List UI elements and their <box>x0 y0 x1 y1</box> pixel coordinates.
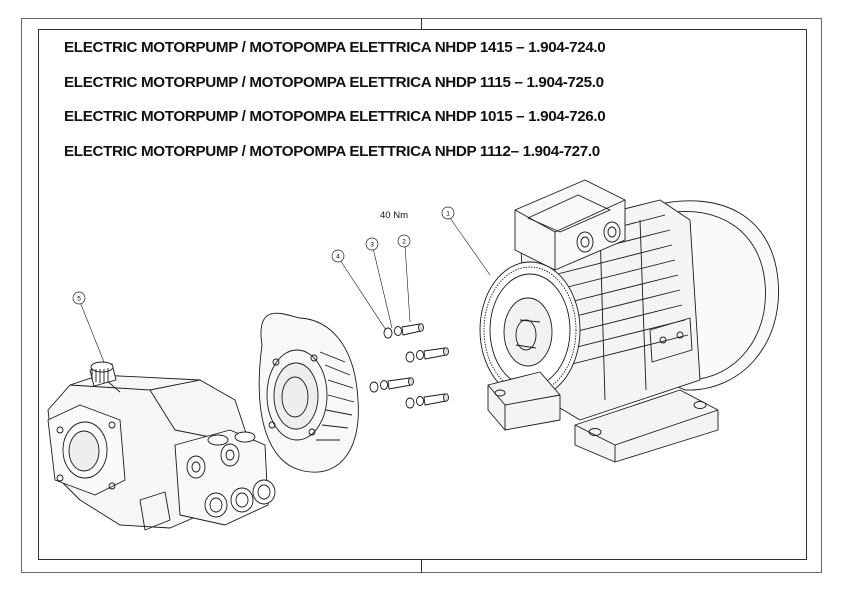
svg-text:4: 4 <box>336 254 340 261</box>
title-nhdp-1015: ELECTRIC MOTORPUMP / MOTOPOMPA ELETTRICA… <box>64 108 606 125</box>
electric-motor <box>479 179 779 463</box>
title-nhdp-1415: ELECTRIC MOTORPUMP / MOTOPOMPA ELETTRICA… <box>64 39 606 56</box>
callout-leaders <box>79 217 491 363</box>
title-block: ELECTRIC MOTORPUMP / MOTOPOMPA ELETTRICA… <box>64 38 606 176</box>
svg-text:3: 3 <box>370 242 374 249</box>
callout-1: 1 <box>441 206 455 220</box>
inner-border <box>38 29 807 560</box>
title-nhdp-1112: ELECTRIC MOTORPUMP / MOTOPOMPA ELETTRICA… <box>64 142 600 160</box>
svg-text:5: 5 <box>77 296 81 303</box>
callout-5: 5 <box>72 291 86 305</box>
adapter-flange <box>258 312 359 473</box>
callout-2: 2 <box>397 234 411 248</box>
bolts-and-washers <box>369 323 449 409</box>
svg-text:2: 2 <box>402 239 406 246</box>
callout-3: 3 <box>365 237 379 251</box>
svg-text:1: 1 <box>446 211 450 218</box>
callout-4: 4 <box>331 249 345 263</box>
torque-label: 40 Nm <box>380 210 408 221</box>
center-mark-bottom <box>421 560 422 573</box>
center-mark-top <box>421 18 422 29</box>
title-nhdp-1115: ELECTRIC MOTORPUMP / MOTOPOMPA ELETTRICA… <box>64 73 604 91</box>
pump-assembly <box>47 361 276 531</box>
